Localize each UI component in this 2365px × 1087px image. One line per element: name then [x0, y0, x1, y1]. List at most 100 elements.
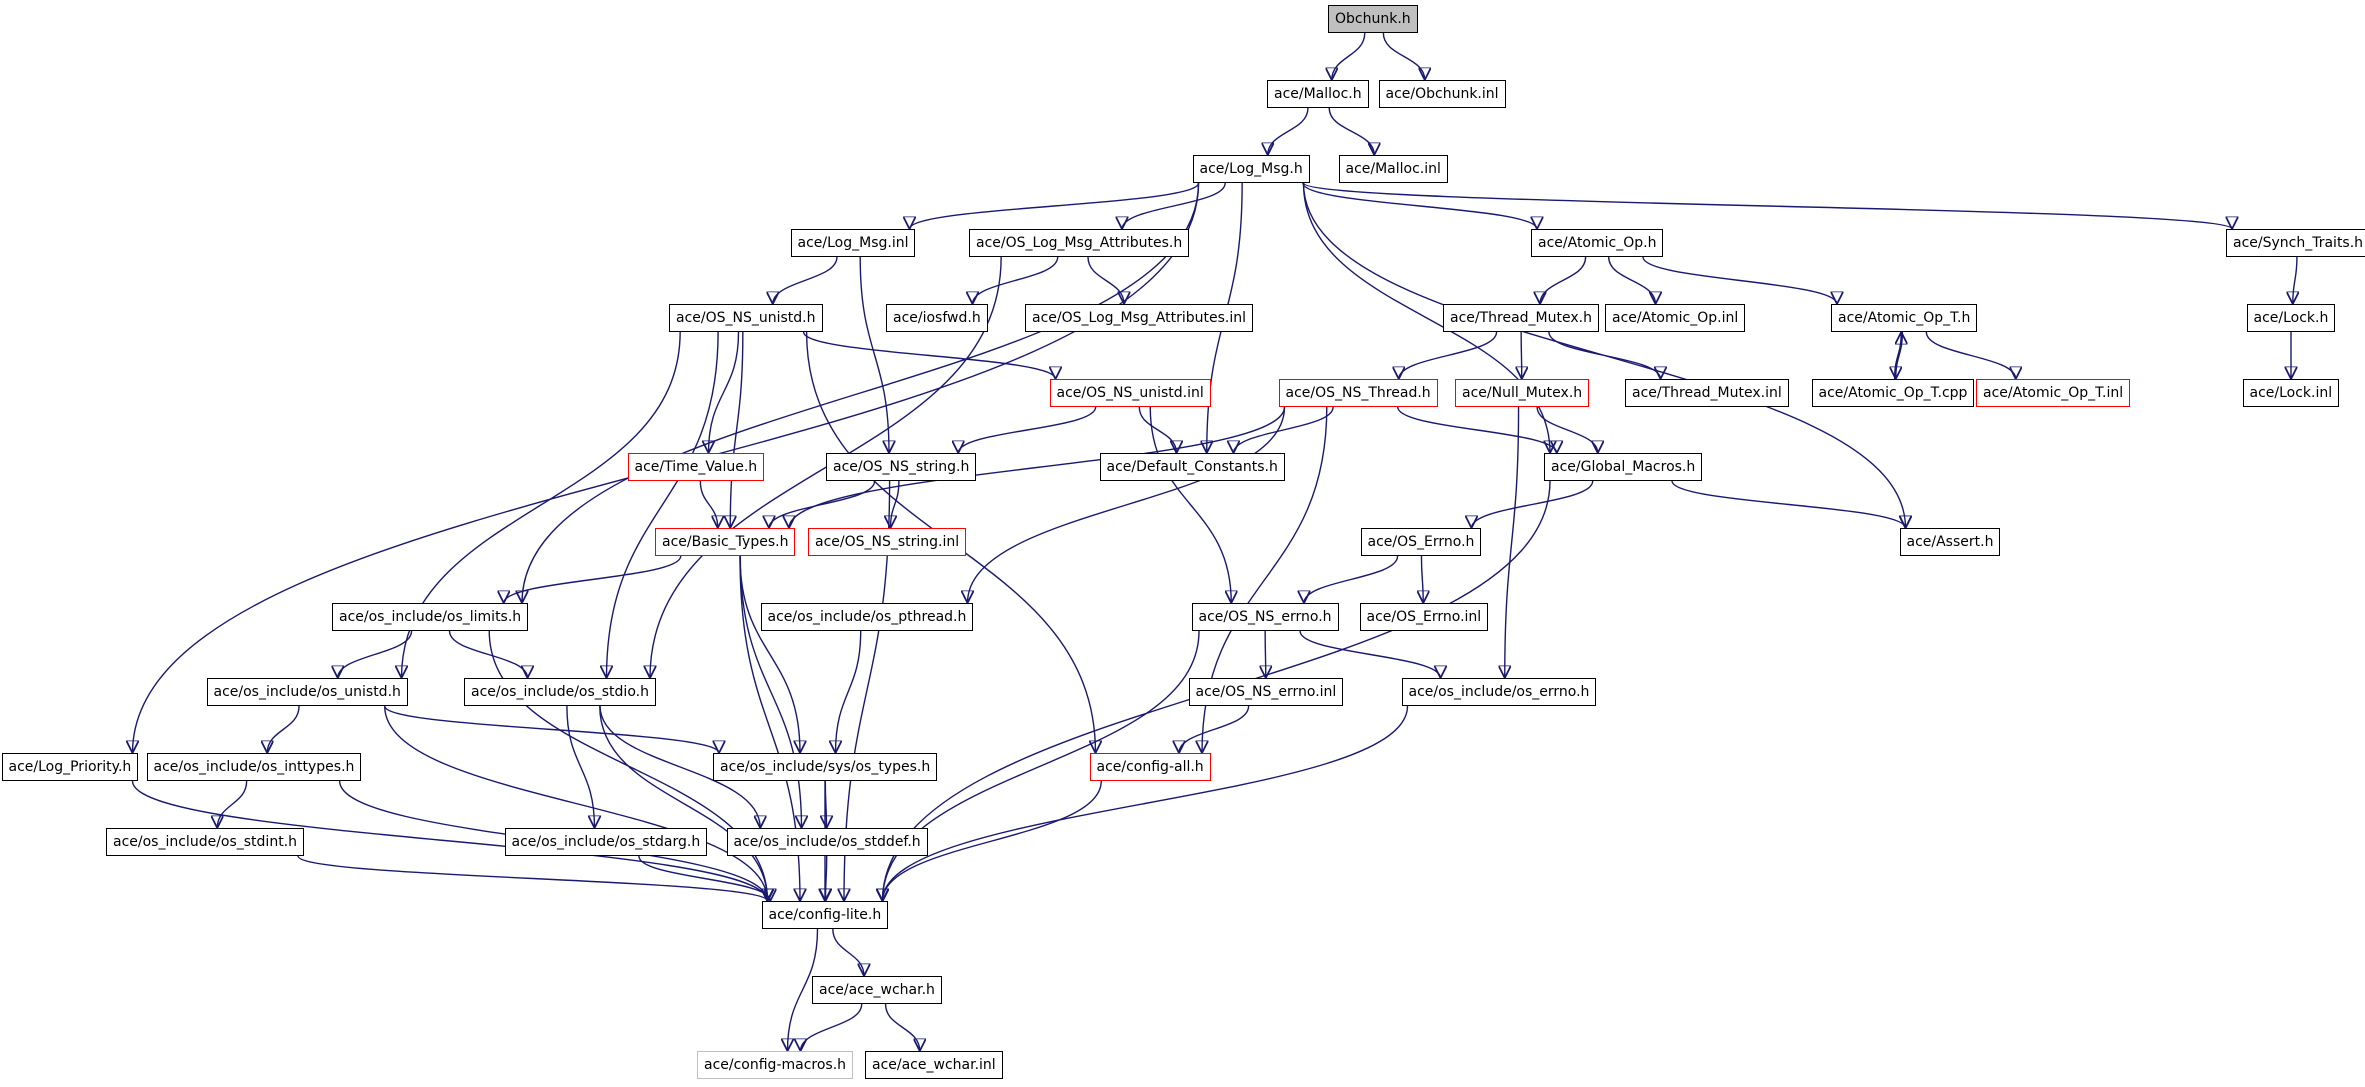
node-ace-os-log-msg-attributes-h[interactable]: ace/OS_Log_Msg_Attributes.h: [969, 229, 1190, 257]
edge-n7-n12: [1540, 256, 1587, 305]
node-ace-log-msg-h[interactable]: ace/Log_Msg.h: [1192, 155, 1310, 183]
node-ace-thread-mutex-inl[interactable]: ace/Thread_Mutex.inl: [1625, 379, 1789, 407]
node-ace-config-lite-h[interactable]: ace/config-lite.h: [761, 901, 889, 929]
node-ace-atomic-op-t-cpp[interactable]: ace/Atomic_Op_T.cpp: [1811, 379, 1975, 407]
edge-n27-n41: [739, 555, 800, 753]
edge-n35-n40: [267, 705, 300, 754]
edge-n9-n23: [709, 331, 740, 453]
node-ace-os-ns-string-inl[interactable]: ace/OS_NS_string.inl: [808, 528, 967, 556]
edge-n29-n33: [1304, 555, 1399, 604]
edge-n3-n8: [1302, 182, 2233, 230]
node-ace-os-include-os-stddef-h[interactable]: ace/os_include/os_stddef.h: [726, 828, 928, 856]
edge-n26-n30: [1671, 480, 1905, 529]
node-ace-malloc-inl[interactable]: ace/Malloc.inl: [1338, 155, 1448, 183]
node-ace-os-include-os-pthread-h[interactable]: ace/os_include/os_pthread.h: [760, 603, 974, 631]
edge-n3-n5: [910, 182, 1200, 230]
node-ace-os-errno-h[interactable]: ace/OS_Errno.h: [1360, 528, 1482, 556]
node-ace-ace-wchar-h[interactable]: ace/ace_wchar.h: [812, 976, 942, 1004]
node-ace-os-include-os-stdarg-h[interactable]: ace/os_include/os_stdarg.h: [504, 828, 708, 856]
edge-n26-n29: [1472, 480, 1594, 529]
edge-n9-n36: [607, 331, 719, 678]
node-ace-os-ns-thread-h[interactable]: ace/OS_NS_Thread.h: [1278, 379, 1438, 407]
node-ace-time-value-h[interactable]: ace/Time_Value.h: [627, 453, 765, 481]
node-ace-atomic-op-h[interactable]: ace/Atomic_Op.h: [1531, 229, 1664, 257]
edge-n18-n26: [1536, 406, 1598, 454]
node-ace-os-ns-unistd-inl[interactable]: ace/OS_NS_unistd.inl: [1049, 379, 1211, 407]
node-ace-lock-inl[interactable]: ace/Lock.inl: [2242, 379, 2340, 407]
node-ace-assert-h[interactable]: ace/Assert.h: [1899, 528, 2001, 556]
edge-n31-n35: [338, 630, 413, 679]
node-ace-os-include-os-inttypes-h[interactable]: ace/os_include/os_inttypes.h: [146, 753, 362, 781]
node-ace-malloc-h[interactable]: ace/Malloc.h: [1267, 80, 1369, 108]
node-ace-os-errno-inl[interactable]: ace/OS_Errno.inl: [1359, 603, 1489, 631]
edge-n24-n28: [891, 480, 900, 528]
node-ace-config-all-h[interactable]: ace/config-all.h: [1089, 753, 1211, 781]
edge-n17-n32: [968, 406, 1286, 603]
edge-n17-n26: [1397, 406, 1557, 454]
node-ace-thread-mutex-h[interactable]: ace/Thread_Mutex.h: [1443, 304, 1599, 332]
node-ace-log-priority-h[interactable]: ace/Log_Priority.h: [1, 753, 139, 781]
edge-n45-n46: [826, 855, 827, 901]
edge-n14-n21: [1925, 331, 2015, 380]
node-ace-synch-traits-h[interactable]: ace/Synch_Traits.h: [2226, 229, 2365, 257]
node-ace-os-log-msg-attributes-inl[interactable]: ace/OS_Log_Msg_Attributes.inl: [1025, 304, 1253, 332]
edge-n37-n42: [1179, 705, 1250, 754]
edge-n16-n24: [958, 406, 1097, 454]
edge-n18-n38: [1505, 406, 1520, 678]
node-ace-lock-h[interactable]: ace/Lock.h: [2246, 304, 2336, 332]
node-ace-os-ns-unistd-h[interactable]: ace/OS_NS_unistd.h: [669, 304, 823, 332]
node-ace-log-msg-inl[interactable]: ace/Log_Msg.inl: [790, 229, 916, 257]
edge-n46-n47: [832, 928, 864, 977]
edge-n17-n25: [1234, 406, 1334, 454]
edge-n36-n44: [566, 705, 595, 828]
edge-n24-n27: [769, 480, 876, 529]
edge-n9-n16: [802, 331, 1056, 380]
node-ace-os-include-os-unistd-h[interactable]: ace/os_include/os_unistd.h: [206, 678, 408, 706]
edge-n39-n46: [131, 780, 768, 902]
edge-n7-n13: [1608, 256, 1656, 305]
edge-n43-n46: [297, 855, 768, 902]
edge-n8-n15: [2293, 256, 2297, 304]
edge-n12-n17: [1399, 331, 1498, 380]
edge-n1-n4: [1328, 107, 1374, 156]
node-ace-os-include-os-errno-h[interactable]: ace/os_include/os_errno.h: [1401, 678, 1597, 706]
node-ace-ace-wchar-inl[interactable]: ace/ace_wchar.inl: [865, 1051, 1003, 1079]
edge-n5-n24: [859, 256, 889, 453]
node-ace-default-constants-h[interactable]: ace/Default_Constants.h: [1099, 453, 1285, 481]
edge-n40-n43: [217, 780, 248, 829]
edge-n1-n3: [1268, 107, 1309, 156]
node-ace-os-include-os-stdint-h[interactable]: ace/os_include/os_stdint.h: [106, 828, 305, 856]
edge-n36-n45: [599, 705, 760, 828]
edge-n24-n46: [844, 480, 891, 901]
node-ace-os-ns-errno-h[interactable]: ace/OS_NS_errno.h: [1191, 603, 1339, 631]
edge-n31-n36: [448, 630, 528, 679]
edge-n29-n34: [1421, 555, 1423, 603]
node-ace-os-include-sys-os-types-h[interactable]: ace/os_include/sys/os_types.h: [713, 753, 938, 781]
edge-n0-n1: [1332, 32, 1366, 81]
node-ace-global-macros-h[interactable]: ace/Global_Macros.h: [1544, 453, 1703, 481]
edge-n6-n36: [650, 256, 1002, 678]
edge-n27-n45: [739, 555, 801, 828]
edge-n12-n18: [1521, 331, 1522, 379]
node-obchunk-h: Obchunk.h: [1328, 5, 1418, 33]
node-ace-os-include-os-limits-h[interactable]: ace/os_include/os_limits.h: [332, 603, 529, 631]
edge-n7-n14: [1642, 256, 1837, 305]
node-ace-atomic-op-t-h[interactable]: ace/Atomic_Op_T.h: [1831, 304, 1978, 332]
node-ace-null-mutex-h[interactable]: ace/Null_Mutex.h: [1455, 379, 1590, 407]
node-ace-os-ns-string-h[interactable]: ace/OS_NS_string.h: [826, 453, 977, 481]
edge-n3-n7: [1302, 182, 1537, 230]
node-ace-os-ns-errno-inl[interactable]: ace/OS_NS_errno.inl: [1188, 678, 1344, 706]
node-ace-config-macros-h: ace/config-macros.h: [697, 1051, 854, 1079]
edge-n27-n31: [504, 555, 682, 604]
node-ace-basic-types-h[interactable]: ace/Basic_Types.h: [655, 528, 796, 556]
node-ace-os-include-os-stdio-h[interactable]: ace/os_include/os_stdio.h: [464, 678, 656, 706]
node-ace-obchunk-inl[interactable]: ace/Obchunk.inl: [1378, 80, 1506, 108]
node-ace-iosfwd-h[interactable]: ace/iosfwd.h: [886, 304, 988, 332]
edge-n32-n41: [836, 630, 862, 753]
node-ace-atomic-op-inl[interactable]: ace/Atomic_Op.inl: [1605, 304, 1746, 332]
node-ace-atomic-op-t-inl[interactable]: ace/Atomic_Op_T.inl: [1976, 379, 2131, 407]
edge-n0-n2: [1382, 32, 1424, 81]
edge-n47-n49: [884, 1003, 920, 1052]
